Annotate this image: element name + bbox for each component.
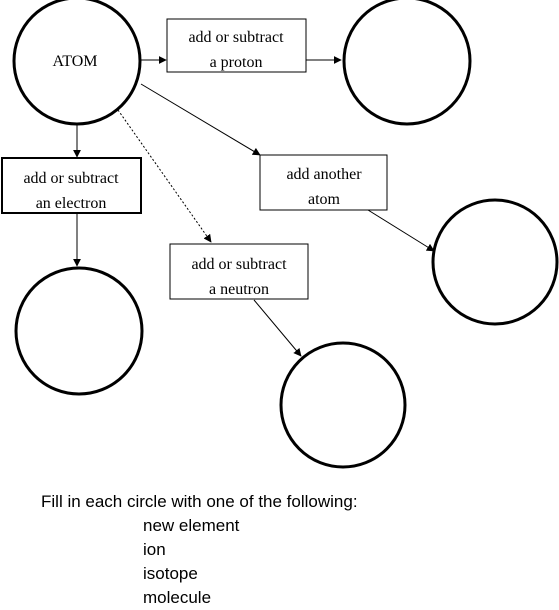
electron-box-line1: add or subtract (23, 170, 119, 187)
arrow-atom-to-neutron-box (117, 109, 212, 243)
neutron-box-line2: a neutron (209, 281, 269, 298)
proton-box-line2: a proton (210, 54, 263, 71)
atom-box-line2: atom (308, 191, 341, 208)
option-item: ion (143, 540, 166, 559)
neutron-box: add or subtract a neutron (169, 243, 309, 300)
proton-box-line1: add or subtract (188, 29, 284, 46)
options-list: new element ion isotope molecule (143, 514, 239, 610)
electron-result-circle[interactable] (14, 266, 144, 396)
arrow-atom-to-atom-box (140, 83, 261, 156)
proton-result-circle[interactable] (342, 0, 472, 126)
instructions-heading: Fill in each circle with one of the foll… (41, 492, 358, 511)
another-atom-box: add another atom (259, 154, 388, 211)
arrow-atom-box-to-circle (367, 209, 435, 252)
option-item: new element (143, 516, 240, 535)
neutron-box-line1: add or subtract (191, 256, 287, 273)
option-item: molecule (143, 588, 212, 607)
neutron-result-circle[interactable] (279, 341, 407, 469)
arrow-neutron-box-to-circle (253, 299, 302, 357)
atom-result-circle[interactable] (431, 198, 559, 326)
electron-box-line2: an electron (36, 195, 107, 212)
proton-box: add or subtract a proton (166, 18, 307, 73)
atom-circle (12, 0, 142, 126)
atom-box-line1: add another (286, 166, 362, 183)
electron-box: add or subtract an electron (1, 157, 142, 214)
atom-label: ATOM (52, 53, 97, 70)
option-item: isotope (143, 564, 198, 583)
